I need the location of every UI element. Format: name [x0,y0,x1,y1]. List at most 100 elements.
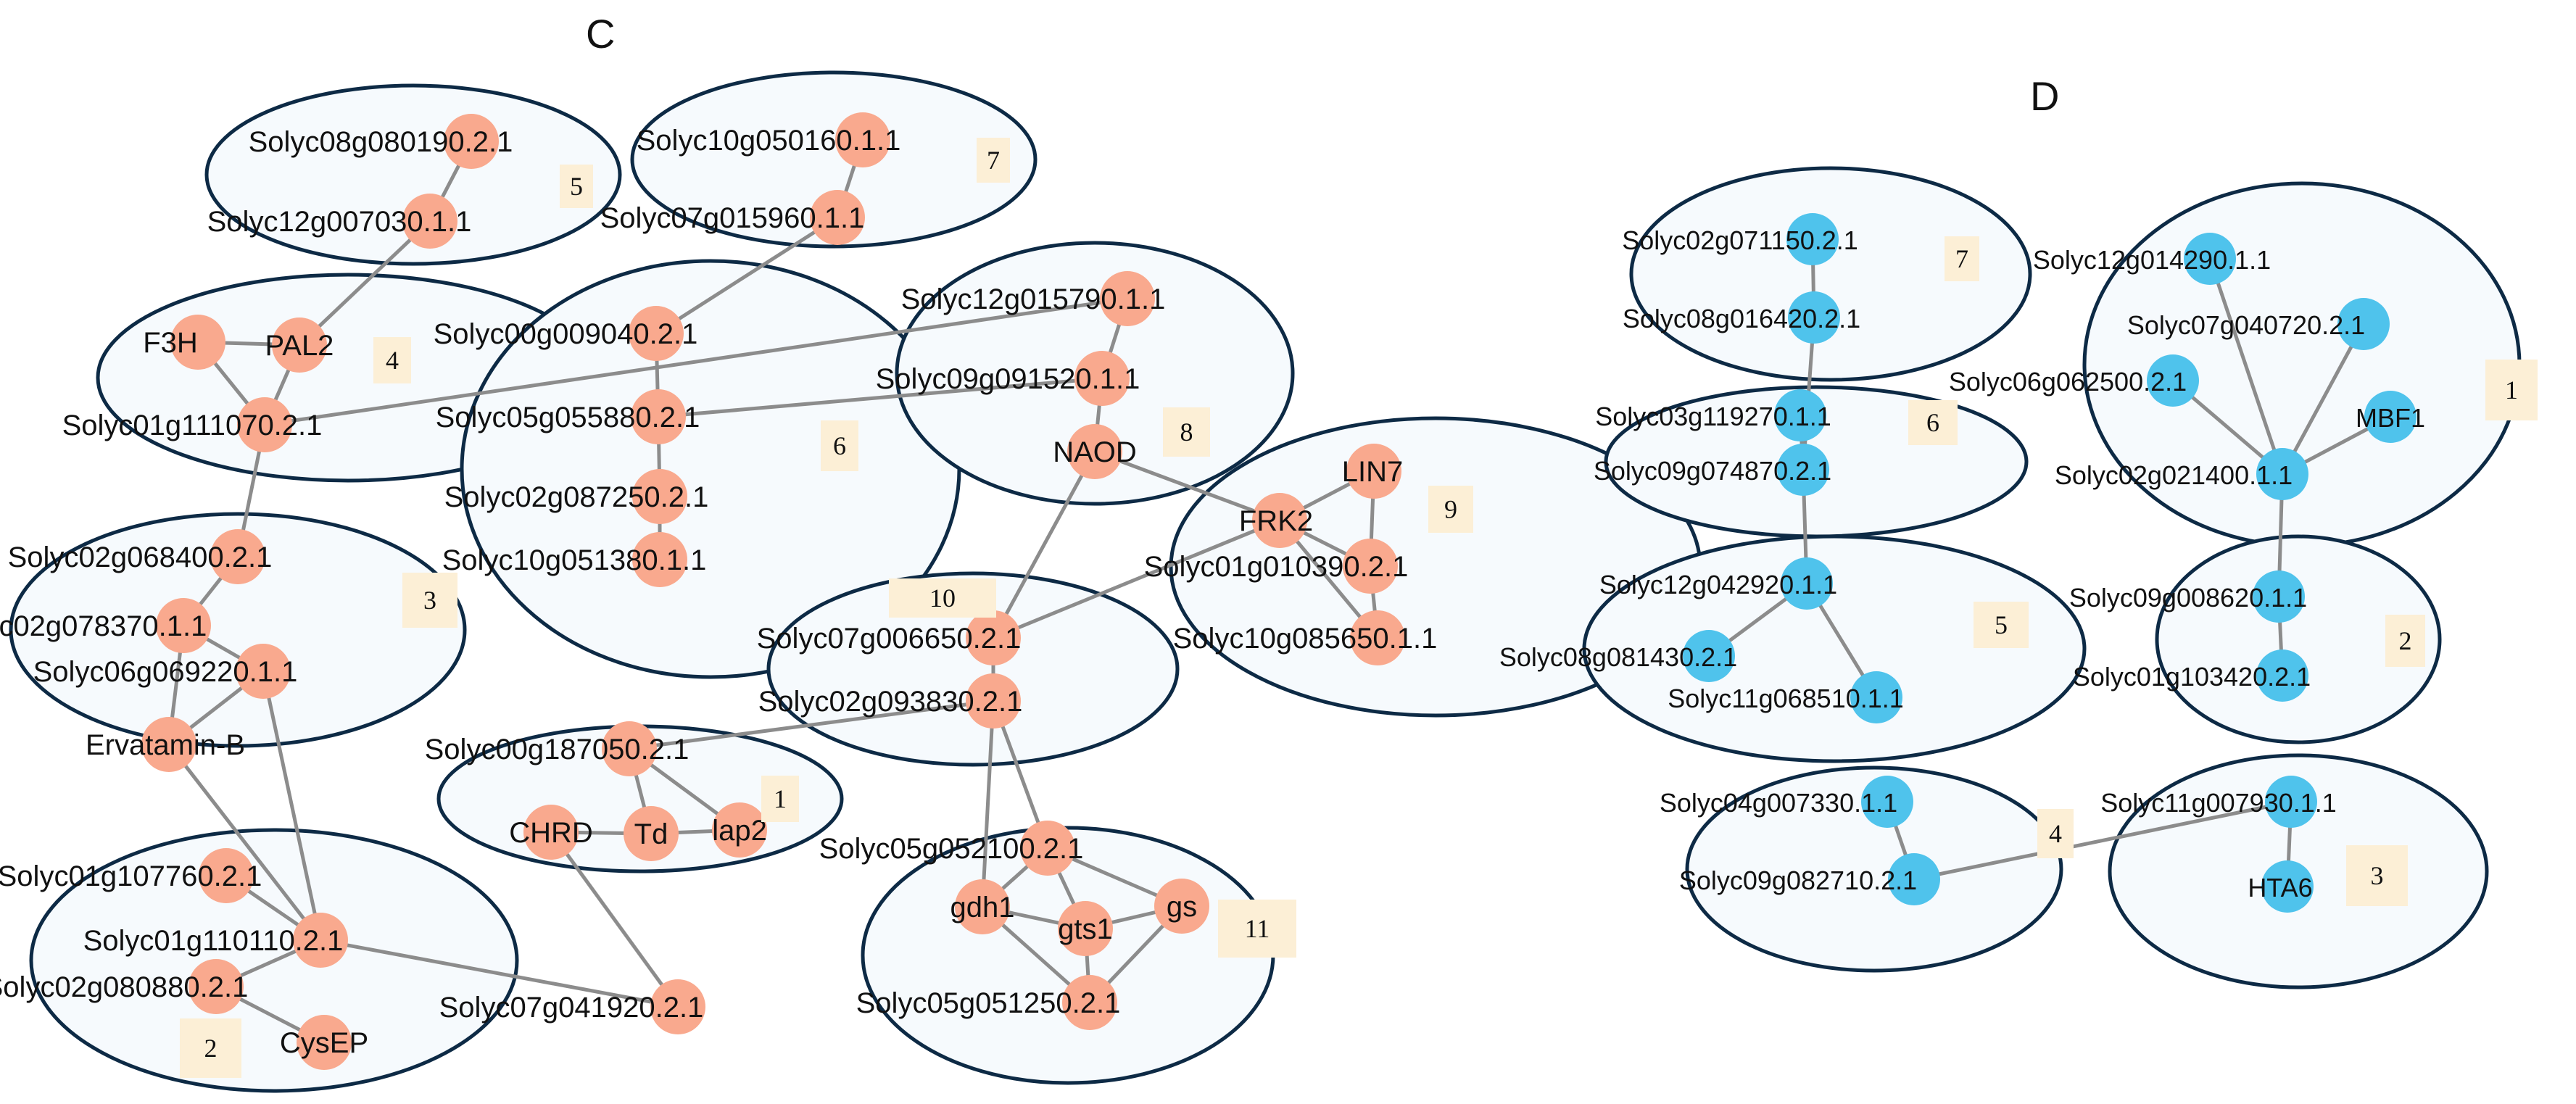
cluster-badge-c9 [1428,486,1473,533]
node-d_042920[interactable] [1781,557,1833,610]
node-c_085650[interactable] [1350,610,1405,665]
node-c_080880[interactable] [189,959,244,1014]
node-c_041920[interactable] [650,979,705,1034]
node-c_F3H[interactable] [170,315,225,370]
node-label: CHRD [509,817,593,849]
node-d_HTA6[interactable] [2261,860,2314,913]
node-d_014290[interactable] [2184,233,2236,285]
node-label: Solyc06g062500.2.1 [1949,367,2187,397]
node-c_069220[interactable] [236,644,291,699]
node-c_050160[interactable] [835,112,890,167]
node-c_gts1[interactable] [1058,901,1113,956]
node-c_093830[interactable] [966,673,1021,729]
cluster-number: 7 [987,146,1000,175]
node-c_009040[interactable] [629,306,684,361]
node-d_007930[interactable] [2265,776,2317,828]
node-label: Solyc07g015960.1.1 [600,202,865,234]
node-label: Solyc02g071150.2.1 [1622,225,1858,255]
node-d_021400[interactable] [2256,448,2308,500]
cluster-number: 6 [1926,408,1939,437]
node-c_CHRD[interactable] [523,805,579,860]
edge-c_007030-c_PAL2 [297,219,432,347]
node-c_107760[interactable] [199,848,254,903]
edge-c_015960-c_009040 [654,215,840,336]
node-c_LIN7[interactable] [1346,444,1401,499]
node-c_051250[interactable] [1062,975,1117,1030]
node-label: Solyc10g051380.1.1 [442,544,707,576]
node-d_119270[interactable] [1774,389,1826,441]
node-c_CysEP[interactable] [297,1015,352,1070]
node-d_081430[interactable] [1683,630,1735,682]
node-d_071150[interactable] [1786,213,1839,265]
node-c_078370[interactable] [156,598,211,653]
node-label: Solyc05g052100.2.1 [819,833,1084,865]
node-label: Solyc03g119270.1.1 [1595,402,1831,431]
node-c_052100[interactable] [1020,821,1075,876]
node-c_055880[interactable] [631,389,686,444]
node-label: Solyc08g081430.2.1 [1499,642,1737,672]
cluster-c5 [204,83,622,266]
node-d_103420[interactable] [2256,649,2308,702]
node-d_062500[interactable] [2147,354,2199,407]
edge-c_110110-c_041920 [318,938,680,1009]
node-c_gdh1[interactable] [955,879,1010,934]
node-c_091520[interactable] [1074,351,1130,406]
node-d_016420[interactable] [1788,291,1840,344]
cluster-number: 2 [2399,626,2412,655]
node-label: Solyc09g082710.2.1 [1679,866,1917,895]
node-c_015960[interactable] [810,190,865,245]
node-c_007030[interactable] [402,194,457,249]
cluster-number: 3 [423,586,436,615]
cluster-badge-c6 [821,420,858,471]
node-label: Solyc08g080190.2.1 [249,126,513,158]
cluster-number: 10 [929,584,956,613]
node-c_015790[interactable] [1100,271,1155,326]
node-c_006650[interactable] [966,610,1021,665]
node-c_FRK2[interactable] [1252,493,1307,548]
cluster-number: 4 [386,346,399,375]
cluster-number: 1 [2505,375,2518,404]
node-label: Solyc12g007030.1.1 [207,206,472,238]
edge-c_FRK2-c_006650 [991,518,1282,640]
cluster-badge-d7 [1945,236,1979,281]
node-label: Solyc08g016420.2.1 [1623,304,1860,333]
node-label: Solyc02g093830.2.1 [758,686,1023,718]
node-c_080190[interactable] [444,114,499,169]
node-label: gdh1 [951,892,1015,924]
node-label: PAL2 [265,330,334,362]
node-d_074870[interactable] [1777,444,1829,496]
node-label: Solyc11g068510.1.1 [1668,684,1904,713]
node-d_MBF1[interactable] [2364,391,2416,443]
edge-c_093830-c_gdh1 [980,699,995,909]
node-c_PAL2[interactable] [272,317,327,373]
edge-c_111070-c_015790 [262,296,1130,427]
node-c_087250[interactable] [632,469,687,524]
node-label: F3H [143,327,198,359]
node-label: FRK2 [1239,505,1313,537]
node-c_NAOD[interactable] [1067,424,1122,479]
node-label: Solyc04g007330.1.1 [1660,788,1897,818]
node-label: Td [634,818,668,850]
node-d_068510[interactable] [1850,671,1902,723]
node-c_gs[interactable] [1154,879,1209,934]
node-d_040720[interactable] [2337,298,2390,350]
node-c_Td[interactable] [624,806,679,861]
cluster-c3 [9,512,467,748]
cluster-d2 [2155,534,2442,744]
node-c_068400[interactable] [210,529,265,584]
node-c_187050[interactable] [602,721,657,776]
cluster-number: 5 [570,172,583,201]
node-d_082710[interactable] [1888,853,1940,905]
node-label: Solyc00g009040.2.1 [434,318,698,350]
node-label: Solyc09g091520.1.1 [876,363,1140,395]
node-c_lap2[interactable] [712,802,767,858]
node-label: Solyc10g085650.1.1 [1173,623,1438,655]
node-c_051380[interactable] [632,532,687,587]
node-c_ErvB[interactable] [141,717,196,772]
node-d_008620[interactable] [2253,570,2305,623]
node-c_110110[interactable] [293,913,348,968]
node-c_010390[interactable] [1343,539,1398,594]
node-c_111070[interactable] [237,397,292,452]
node-d_007330[interactable] [1861,776,1913,828]
